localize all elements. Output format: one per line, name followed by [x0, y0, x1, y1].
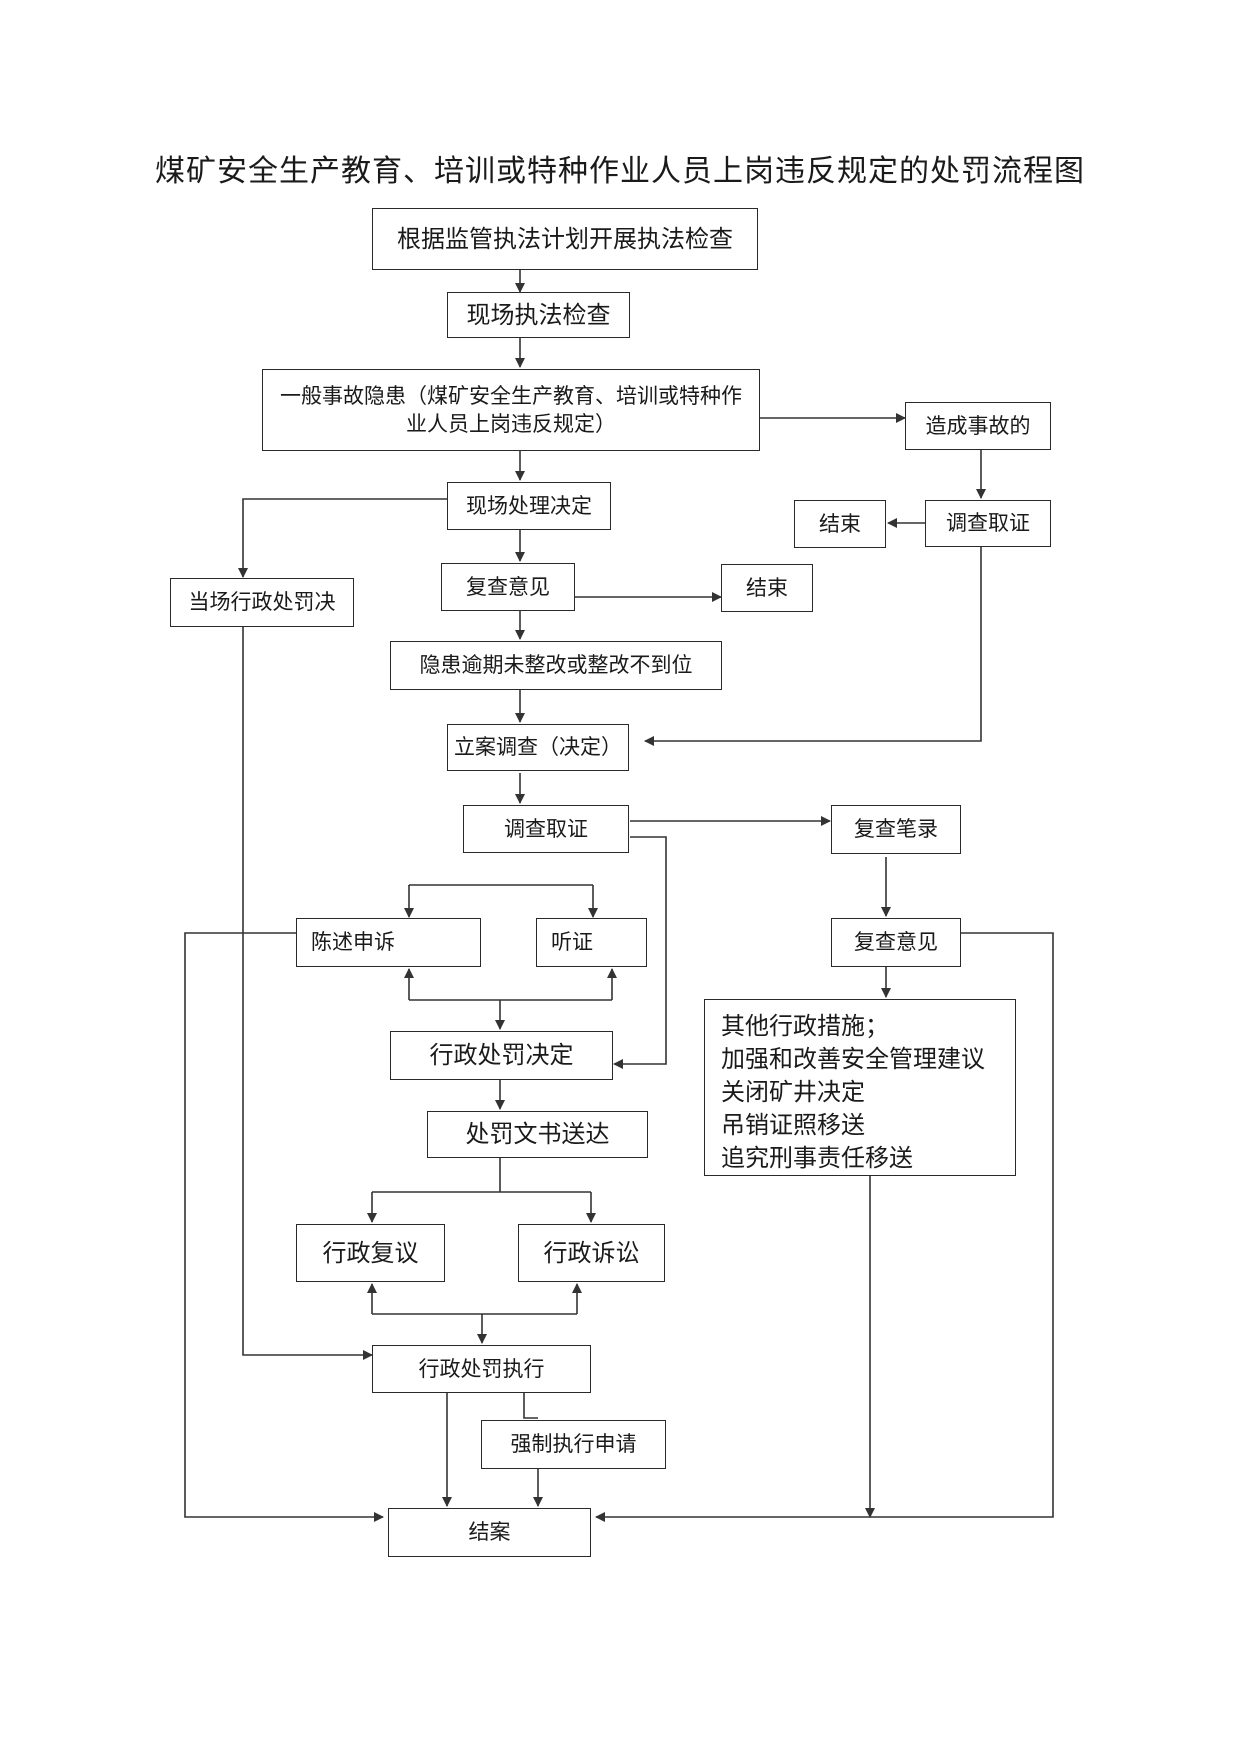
other-measure-line: 追究刑事责任移送: [721, 1144, 913, 1172]
node-admin-penalty: 行政处罚决定: [390, 1031, 613, 1080]
node-recheck-opinion-1: 复查意见: [441, 563, 575, 611]
node-onsite-check: 现场执法检查: [447, 292, 630, 338]
node-reconsideration: 行政复议: [296, 1224, 445, 1282]
node-other-measures: 其他行政措施； 加强和改善安全管理建议 关闭矿井决定 吊销证照移送 追究刑事责任…: [704, 999, 1016, 1176]
node-overdue: 隐患逾期未整改或整改不到位: [390, 641, 722, 690]
node-hearing: 听证: [536, 918, 647, 967]
other-measure-line: 加强和改善安全管理建议: [721, 1045, 985, 1073]
node-enforcement: 强制执行申请: [481, 1420, 666, 1469]
node-document-delivery: 处罚文书送达: [427, 1111, 648, 1158]
node-statement: 陈述申诉: [296, 918, 481, 967]
node-closure: 结案: [388, 1508, 591, 1557]
node-hazard: 一般事故隐患（煤矿安全生产教育、培训或特种作业人员上岗违反规定）: [262, 369, 760, 451]
node-recheck-opinion-2: 复查意见: [831, 918, 961, 967]
node-recheck-record: 复查笔录: [831, 805, 961, 854]
other-measure-line: 关闭矿井决定: [721, 1078, 865, 1106]
node-investigate-2: 调查取证: [463, 805, 629, 853]
node-end-2: 结束: [721, 564, 813, 612]
node-accident: 造成事故的: [905, 402, 1051, 450]
other-measure-line: 其他行政措施；: [721, 1012, 889, 1040]
node-litigation: 行政诉讼: [518, 1224, 665, 1282]
node-onsite-decision: 现场处理决定: [447, 482, 611, 530]
node-end-1: 结束: [794, 500, 886, 548]
node-investigate-1: 调查取证: [925, 500, 1051, 547]
node-case-filing: 立案调查（决定）: [447, 724, 629, 771]
node-spot-penalty: 当场行政处罚决: [170, 578, 354, 627]
node-execution: 行政处罚执行: [372, 1345, 591, 1393]
other-measure-line: 吊销证照移送: [721, 1111, 865, 1139]
node-plan: 根据监管执法计划开展执法检查: [372, 208, 758, 270]
page-title: 煤矿安全生产教育、培训或特种作业人员上岗违反规定的处罚流程图: [155, 154, 1085, 189]
